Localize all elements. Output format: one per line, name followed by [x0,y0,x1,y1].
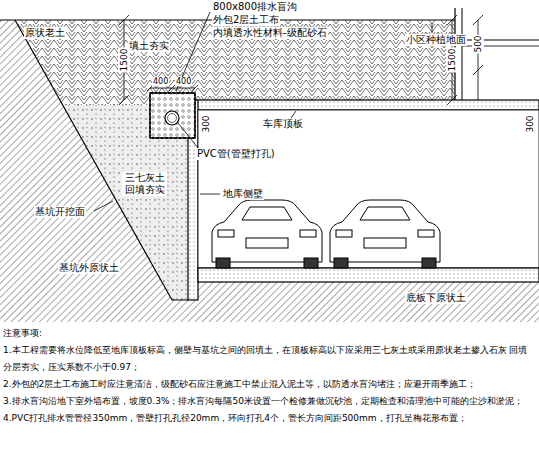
material-label: 底板下原状土 [405,292,467,304]
note-text: 2.外包的2层土工布施工时应注意清洁，级配砂石应注意施工中禁止混入泥土等，以防透… [3,376,536,393]
notes-heading: 注意事项: [3,325,536,342]
dimension: 300 [524,114,536,133]
note-text: 4.PVC打孔排水管管径350mm，管壁打孔孔径20mm，环向打孔4个，管长方向… [3,410,536,427]
dimension: 500 [472,34,484,53]
material-label: 小区种植地面 [405,34,467,46]
notes-block: 注意事项:1.本工程需要将水位降低至地库顶板标高，侧壁与基坑之间的回填土，在顶板… [3,325,536,427]
section-drawing [0,0,539,325]
part-label: 车库顶板 [262,118,304,130]
material-label: 填土夯实 [128,40,170,52]
dimension: 400 [152,77,169,86]
part-label: 地库侧壁 [222,188,264,200]
callout-text: 外包2层土工布 [212,14,280,26]
callout-text: PVC管(管壁打孔) [196,148,276,160]
dimension: 1500 [446,48,458,73]
dimension: 300 [200,114,212,133]
callout-text: 800x800排水盲沟 [212,1,298,13]
note-text: 1.本工程需要将水位降低至地库顶板标高，侧壁与基坑之间的回填土，在顶板标高以下应… [3,342,536,376]
dimension: 400 [175,77,192,86]
part-label: 基坑开挖面 [34,206,86,218]
note-text: 3.排水盲沟沿地下室外墙布置，坡度0.3%；排水盲沟每隔50米设置一个检修兼做沉… [3,393,536,410]
material-label: 三七灰土 回填夯实 [122,172,167,196]
material-label: 基坑外原状土 [58,262,120,274]
callout-text: 内填透水性材料-级配砂石 [212,27,328,39]
dimension: 1500 [118,48,130,73]
material-label: 原状老土 [24,27,66,39]
